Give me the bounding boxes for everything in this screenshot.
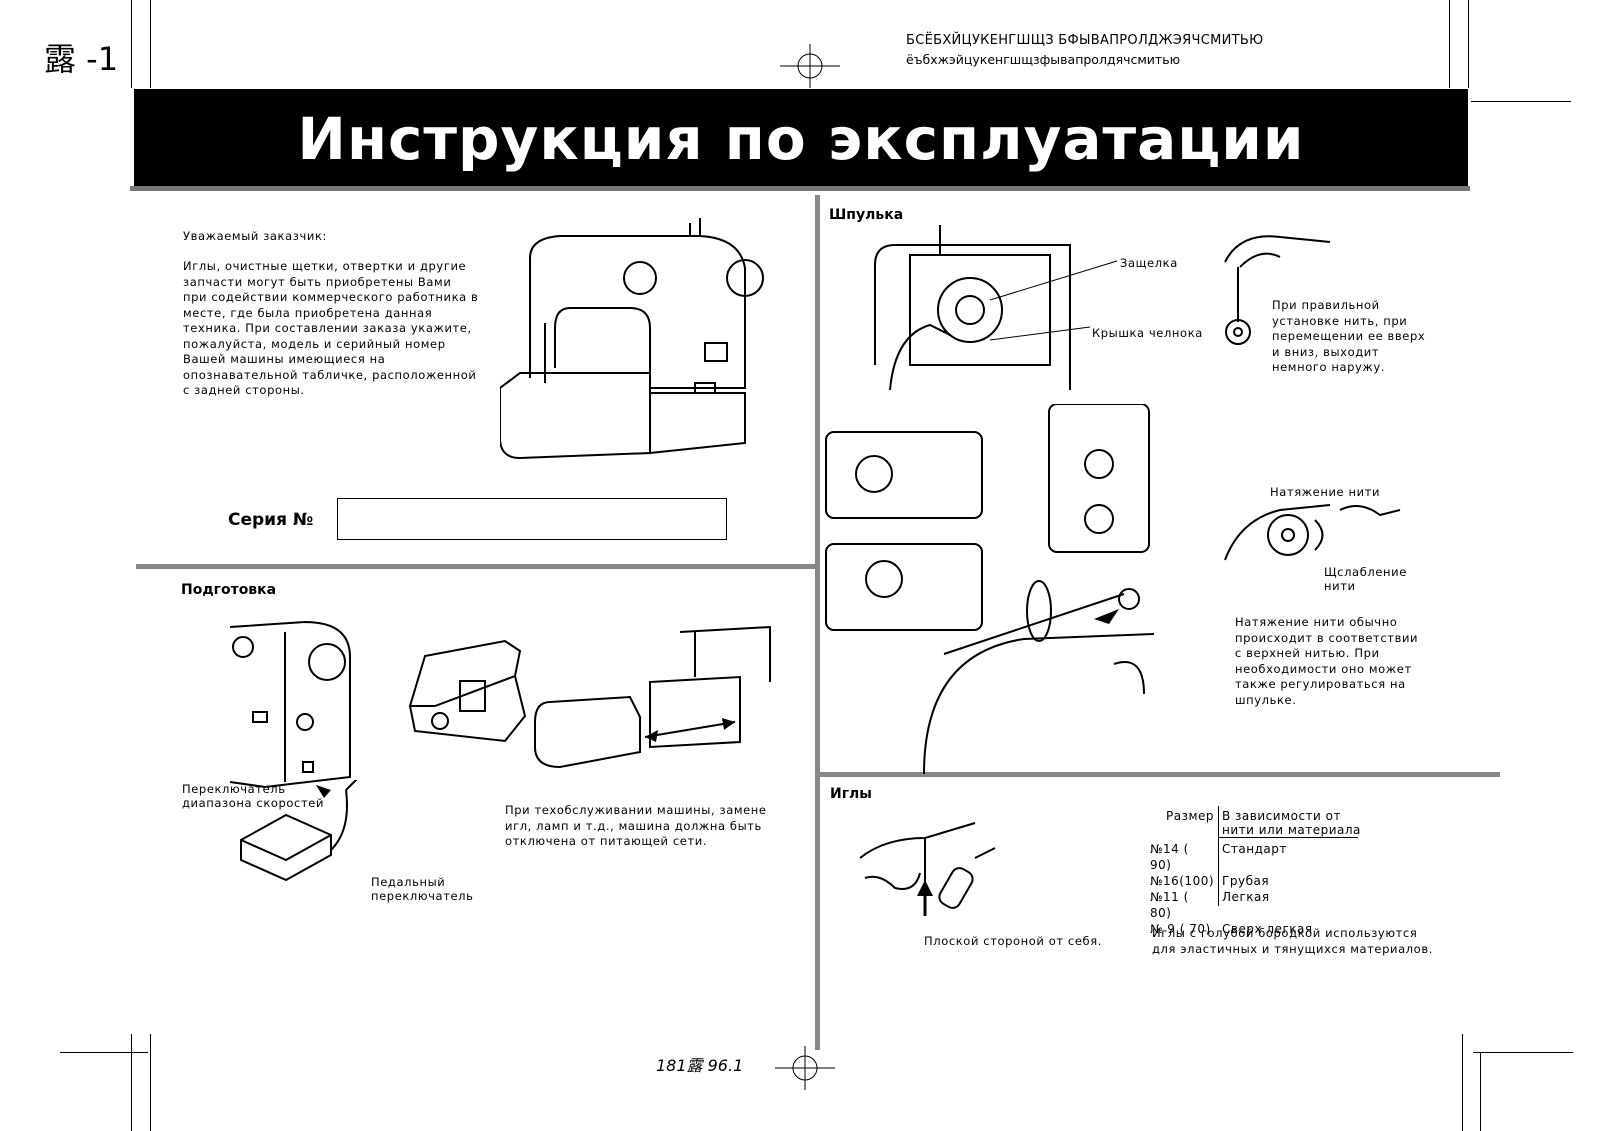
needle-material-cell: Грубая (1222, 874, 1270, 888)
tension-adjust-illustration (1224, 504, 1401, 561)
crop-mark (1462, 1034, 1463, 1131)
banner-shadow (130, 186, 1470, 191)
tension-note: Натяжение нити обычно происходит в соотв… (1235, 615, 1419, 707)
needle-table-column-rule (1218, 806, 1219, 906)
greeting: Уважаемый заказчик: (183, 229, 327, 243)
serial-label: Серия № (228, 510, 314, 530)
needle-size-row: №11 ( 80) Легкая (1146, 889, 1317, 921)
crop-mark (1468, 0, 1469, 88)
center-divider (815, 195, 820, 1050)
crop-mark (1473, 1052, 1573, 1053)
foot-pedal-illustration (240, 780, 358, 882)
crop-mark (131, 1034, 132, 1131)
bobbin-case-illustration (874, 225, 1071, 391)
crop-mark (150, 0, 151, 88)
hanging-bobbin-illustration (1224, 235, 1331, 345)
callout-lines (990, 260, 1118, 341)
right-divider (820, 772, 1500, 777)
crop-mark (1480, 1052, 1481, 1131)
bobbin-heading: Шпулька (829, 207, 904, 223)
needle-size-cell: № 9 ( 70) (1150, 922, 1211, 936)
shuttle-cover-label: Крышка челнока (1092, 326, 1203, 340)
crop-mark (131, 0, 132, 88)
blue-shank-note: Иглы с голубой бородкой используются для… (1152, 926, 1433, 956)
title-banner: Инструкция по эксплуатации (134, 89, 1468, 188)
sewing-machine-illustration (500, 218, 764, 460)
needles-heading: Иглы (830, 786, 872, 802)
registration-mark (775, 1046, 835, 1090)
intro-text: Иглы, очистные щетки, отвертки и другие … (183, 259, 479, 397)
machine-side-illustration (229, 620, 351, 789)
correct-install-note: При правильной установке нить, при перем… (1272, 298, 1426, 374)
page-title: Инструкция по эксплуатации (297, 105, 1305, 173)
needle-size-row: №16(100) Грубая (1146, 873, 1317, 889)
tension-label: Натяжение нити (1270, 485, 1381, 499)
crop-mark (150, 1034, 151, 1131)
footer-code: 181露 96.1 (656, 1056, 744, 1075)
needle-size-row: № 9 ( 70) Сверх легкая (1146, 921, 1317, 937)
left-divider (136, 564, 816, 569)
needle-size-header: Размер (1166, 809, 1215, 823)
accessory-box-illustration (408, 639, 527, 743)
needle-size-cell: №14 ( 90) (1150, 842, 1189, 872)
crop-mark (1471, 101, 1571, 102)
crop-mark (1449, 0, 1450, 88)
needle-size-row: №14 ( 90) Стандарт (1146, 841, 1317, 873)
serial-number-box[interactable] (337, 498, 727, 540)
loosen-label: Щслабление нити (1324, 565, 1407, 593)
registration-mark (780, 44, 840, 88)
needle-table-header-rule (1218, 837, 1358, 838)
alphabet-lower: ёъбхжэйцукенгшщзфывапролдячсмитью (906, 52, 1181, 67)
needle-material-header: В зависимости от нити или материала (1222, 809, 1361, 837)
needle-size-cell: №16(100) (1150, 874, 1215, 888)
remove-extension-table-illustration (534, 625, 771, 769)
needle-material-cell: Сверх легкая (1222, 922, 1313, 936)
flat-side-note: Плоской стороной от себя. (924, 934, 1102, 948)
needle-material-cell: Легкая (1222, 890, 1270, 904)
foot-pedal-label: Педальный переключатель (371, 875, 474, 903)
page-label: 露 -1 (44, 40, 119, 78)
needle-material-cell: Стандарт (1222, 842, 1287, 856)
alphabet-upper: БСЁБХЙЦУКЕНГШЩЗ БФЫВАПРОЛДЖЭЯЧСМИТЬЮ (906, 33, 1264, 48)
speed-switch-label: Переключатель диапазона скоростей (182, 782, 325, 810)
bobbin-winding-illustration (825, 404, 1155, 774)
needle-size-cell: №11 ( 80) (1150, 890, 1189, 920)
crop-mark (60, 1052, 148, 1053)
needle-insert-illustration (859, 822, 996, 916)
preparation-heading: Подготовка (181, 582, 277, 598)
latch-label: Защелка (1120, 256, 1178, 270)
maintenance-warning: При техобслуживании машины, замене игл, … (505, 803, 767, 848)
